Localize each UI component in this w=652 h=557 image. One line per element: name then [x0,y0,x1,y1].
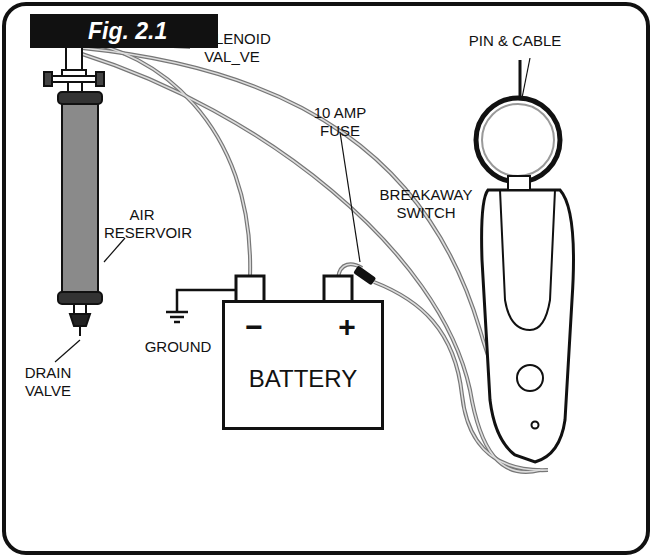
part-name: AIR RESERVOIR [104,206,180,242]
part-name: 10 AMP FUSE [300,104,380,140]
part-name: GROUND [140,338,216,356]
part-name: SOLENOID VAL_VE [190,30,274,66]
terminal-sign: + [330,310,364,343]
frame [4,4,648,553]
fuse [353,265,376,285]
part-name: PIN & CABLE [455,32,575,50]
terminal-sign: − [240,310,268,343]
part-name: DRAIN VALVE [12,364,84,400]
air-reservoir [58,92,102,336]
figure-title: Fig. 2.1 [30,14,218,48]
part-name: BREAKAWAY SWITCH [378,186,474,222]
wires [82,42,548,472]
breakaway-switch [476,60,574,462]
battery-terminals [236,276,352,302]
battery-label: BATTERY [225,365,381,393]
